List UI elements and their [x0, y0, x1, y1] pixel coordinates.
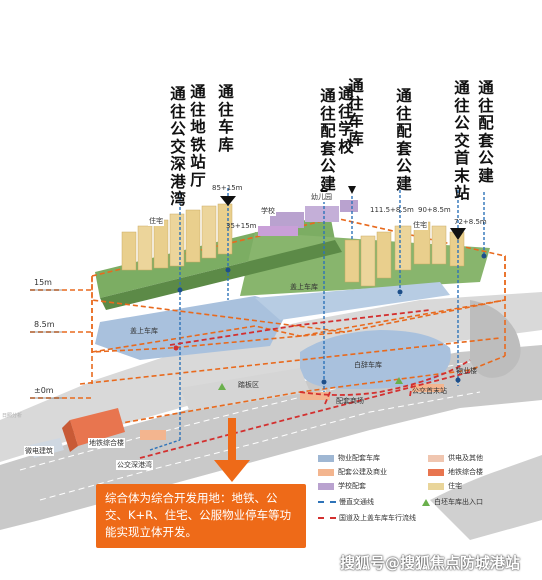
legend-swatch [428, 454, 444, 462]
vlabel-garage-1: 通往车库 [218, 83, 234, 154]
legend-line [318, 517, 336, 519]
pedestrian-flow-lines [149, 188, 485, 451]
legend-label: 国道及上盖车库车行流线 [339, 514, 416, 522]
legend-label: 配套公建及商业 [338, 468, 387, 476]
legend-swatch [318, 468, 334, 476]
label-kindergarten: 幼儿园 [310, 192, 333, 202]
legend-label: 供电及其他 [448, 454, 483, 462]
label-roof-garage-a: 盖上车库 [290, 283, 318, 291]
label-property-building: 物业楼 [456, 367, 477, 375]
elevation-111-8: 111.5+8.5m [370, 206, 414, 214]
legend-item-public: 配套公建及商业 [318, 466, 387, 478]
elevation-35-15: 35+15m [226, 222, 257, 230]
legend-item-garage: 物业配套车库 [318, 452, 380, 464]
center-arrow [214, 418, 250, 482]
legend-item-metro: 地铁综合楼 [428, 466, 483, 478]
legend-item-power: 供电及其他 [428, 452, 483, 464]
legend-label: 地铁综合楼 [448, 468, 483, 476]
legend-item-school: 学校配套 [318, 480, 366, 492]
label-left-edge: 日照分析 [2, 413, 23, 419]
label-baishi-garage: 白辞车库 [354, 361, 382, 369]
label-support-mall: 配套商场 [336, 397, 364, 405]
label-residential-right: 住宅 [412, 220, 428, 230]
vlabel-metro: 通往地铁站厅 [190, 83, 206, 189]
level-15m: 15m [34, 278, 52, 287]
marker-dots [173, 253, 487, 390]
legend-label: 慢直交通线 [339, 498, 374, 506]
legend-item-walk-line: 慢直交通线 [318, 496, 374, 508]
legend-item-residential: 住宅 [428, 480, 462, 492]
legend-swatch [428, 482, 444, 490]
vlabel-public-1: 通往配套公建 [320, 87, 336, 193]
garage-plates [95, 282, 451, 412]
school-buildings [258, 200, 358, 236]
legend: 物业配套车库 供电及其他 配套公建及商业 地铁综合楼 学校配套 住宅 慢直交通线… [318, 452, 536, 552]
legend-item-traffic-line: 国道及上盖车库车行流线 [318, 512, 416, 524]
label-roof-garage-b: 盖上车库 [130, 327, 158, 335]
callout-text: 综合体为综合开发用地：地铁、公交、K+R、住宅、公服物业停车等功能实现立体开发。 [105, 491, 292, 539]
triangle-icon [422, 498, 430, 506]
label-school: 学校 [260, 206, 276, 216]
vlabel-school: 通往学校 [338, 85, 354, 156]
residential-towers-left [121, 203, 233, 271]
label-metro-complex: 地铁综合楼 [88, 438, 125, 448]
level-8-5m: 8.5m [34, 320, 55, 329]
label-power-building: 微电建筑 [24, 446, 54, 456]
level-guides [30, 289, 62, 399]
label-residential-left: 住宅 [148, 216, 164, 226]
residential-towers-right [344, 221, 465, 287]
legend-label: 住宅 [448, 482, 462, 490]
legend-swatch [318, 482, 334, 490]
vlabel-bus-terminal: 通往公交首末站 [454, 79, 470, 202]
watermark: 搜狐号@搜狐焦点防城港站 [340, 554, 521, 572]
vlabel-public-3: 通往配套公建 [478, 79, 494, 185]
legend-label: 学校配套 [338, 482, 366, 490]
callout-box: 综合体为综合开发用地：地铁、公交、K+R、住宅、公服物业停车等功能实现立体开发。 [96, 484, 306, 548]
traffic-flow-lines [139, 309, 471, 459]
vlabel-garage-2: 通往车库 [348, 77, 364, 148]
legend-item-garage-entrance: 白坯车库出入口 [418, 496, 483, 508]
elevation-90-8: 90+8.5m [418, 206, 451, 214]
legend-label: 白坯车库出入口 [434, 498, 483, 506]
label-bus-shengang: 公交深港湾 [116, 460, 153, 470]
level-0m: ±0m [34, 386, 54, 395]
vlabel-bus-shengang: 通往公交深港湾 [170, 85, 186, 208]
legend-swatch [428, 468, 444, 476]
label-ramp-zone: 踏板区 [238, 381, 259, 389]
legend-swatch [318, 454, 334, 462]
legend-label: 物业配套车库 [338, 454, 380, 462]
elevation-85-15: 85+15m [212, 184, 243, 192]
legend-line [318, 501, 336, 503]
elevation-72-8: 72+8.5m [454, 218, 487, 226]
vlabel-public-2: 通往配套公建 [396, 87, 412, 193]
label-bus-terminal: 公交首末站 [412, 387, 447, 395]
